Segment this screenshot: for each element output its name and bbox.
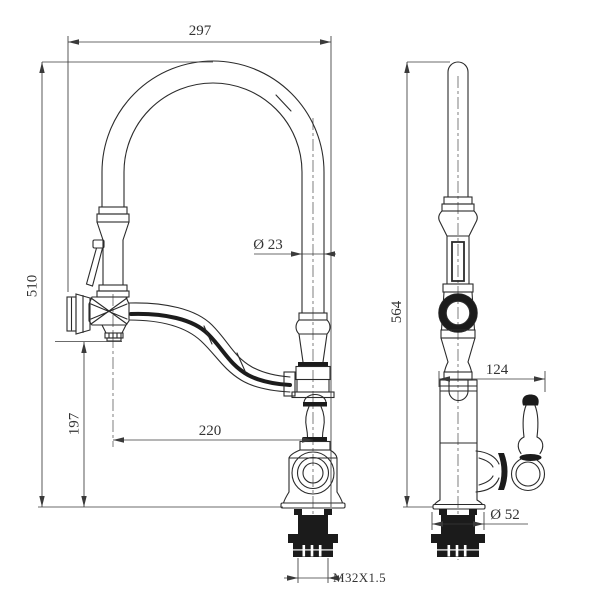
aerator-outlet: [101, 324, 127, 342]
dim-label-510: 510: [25, 275, 41, 298]
side-view: [431, 61, 546, 557]
front-view: [66, 60, 346, 557]
wand-tube-side: [438, 61, 478, 293]
centerlines: [112, 76, 459, 560]
dim-label-220: 220: [199, 423, 222, 439]
dimensions: 297 510 197 220 Ø 23: [25, 23, 546, 585]
dim-label-197: 197: [67, 412, 83, 435]
dim-front-overall-width: 297: [67, 23, 332, 507]
dim-label-dia52: Ø 52: [490, 507, 520, 523]
dim-pipe-diameter: Ø 23: [253, 237, 336, 257]
dim-base-diameter: Ø 52: [431, 507, 528, 530]
spout-arm: [128, 302, 296, 397]
dim-handle-reach: 124: [438, 362, 546, 392]
dim-spout-reach: 220: [113, 423, 313, 443]
handle-side: [475, 394, 546, 493]
dim-label-564: 564: [389, 300, 405, 323]
spray-hose-neck: [96, 206, 130, 298]
dim-label-dia23: Ø 23: [253, 237, 283, 253]
faucet-body: [291, 312, 335, 399]
dim-spray-outlet-height: 197: [55, 341, 122, 507]
dim-front-overall-height: 510: [25, 61, 283, 508]
mount-thread-front: [288, 509, 338, 557]
body-side: [439, 329, 478, 501]
spray-nozzle: [66, 293, 91, 335]
joint-ring-side: [438, 291, 478, 333]
dim-mount-thread: M32X1.5: [284, 558, 386, 585]
dim-label-124: 124: [486, 362, 509, 378]
mount-thread-side: [431, 499, 486, 557]
handle-lever-front: [299, 394, 331, 451]
dim-label-m32: M32X1.5: [333, 570, 386, 585]
spray-head: [88, 296, 130, 326]
spray-trigger-lever: [85, 239, 105, 287]
dim-side-overall-height: 564: [389, 61, 450, 508]
gooseneck-arch: [101, 60, 325, 314]
dim-label-297: 297: [189, 23, 212, 39]
